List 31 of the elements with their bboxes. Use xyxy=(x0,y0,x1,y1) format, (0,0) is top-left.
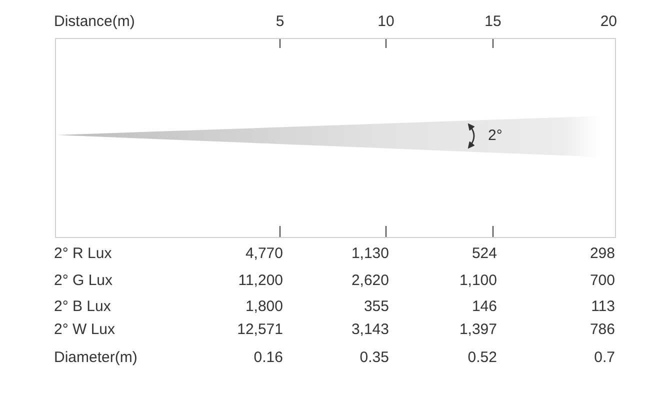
table-value: 4,770 xyxy=(244,244,283,264)
table-value: 786 xyxy=(588,320,615,340)
table-value: 1,800 xyxy=(244,297,283,317)
table-value: 11,200 xyxy=(237,271,283,291)
table-value: 113 xyxy=(590,297,615,317)
table-value: 524 xyxy=(470,244,497,264)
table-value: 700 xyxy=(588,271,615,291)
tick-label: 10 xyxy=(376,12,396,32)
row-label: 2° G Lux xyxy=(54,271,113,291)
tick-label: 5 xyxy=(274,12,286,32)
table-value: 1,397 xyxy=(458,320,497,340)
row-label: Diameter(m) xyxy=(54,348,138,368)
angle-label: 2° xyxy=(488,126,502,146)
table-value: 1,100 xyxy=(458,271,497,291)
row-label: 2° W Lux xyxy=(54,320,116,340)
table-value: 0.16 xyxy=(252,348,283,368)
table-value: 12,571 xyxy=(236,320,283,340)
table-value: 1,130 xyxy=(350,244,389,264)
table-value: 0.35 xyxy=(358,348,389,368)
tick-label: 20 xyxy=(599,12,617,32)
table-value: 2,620 xyxy=(350,271,389,291)
table-value: 3,143 xyxy=(350,320,389,340)
tick-label: 15 xyxy=(484,12,502,32)
table-value: 0.7 xyxy=(593,348,615,368)
table-value: 355 xyxy=(362,297,389,317)
axis-title: Distance(m) xyxy=(54,12,135,32)
table-value: 146 xyxy=(470,297,497,317)
row-label: 2° B Lux xyxy=(54,297,111,317)
table-value: 0.52 xyxy=(466,348,497,368)
row-label: 2° R Lux xyxy=(54,244,112,264)
table-value: 298 xyxy=(588,244,615,264)
